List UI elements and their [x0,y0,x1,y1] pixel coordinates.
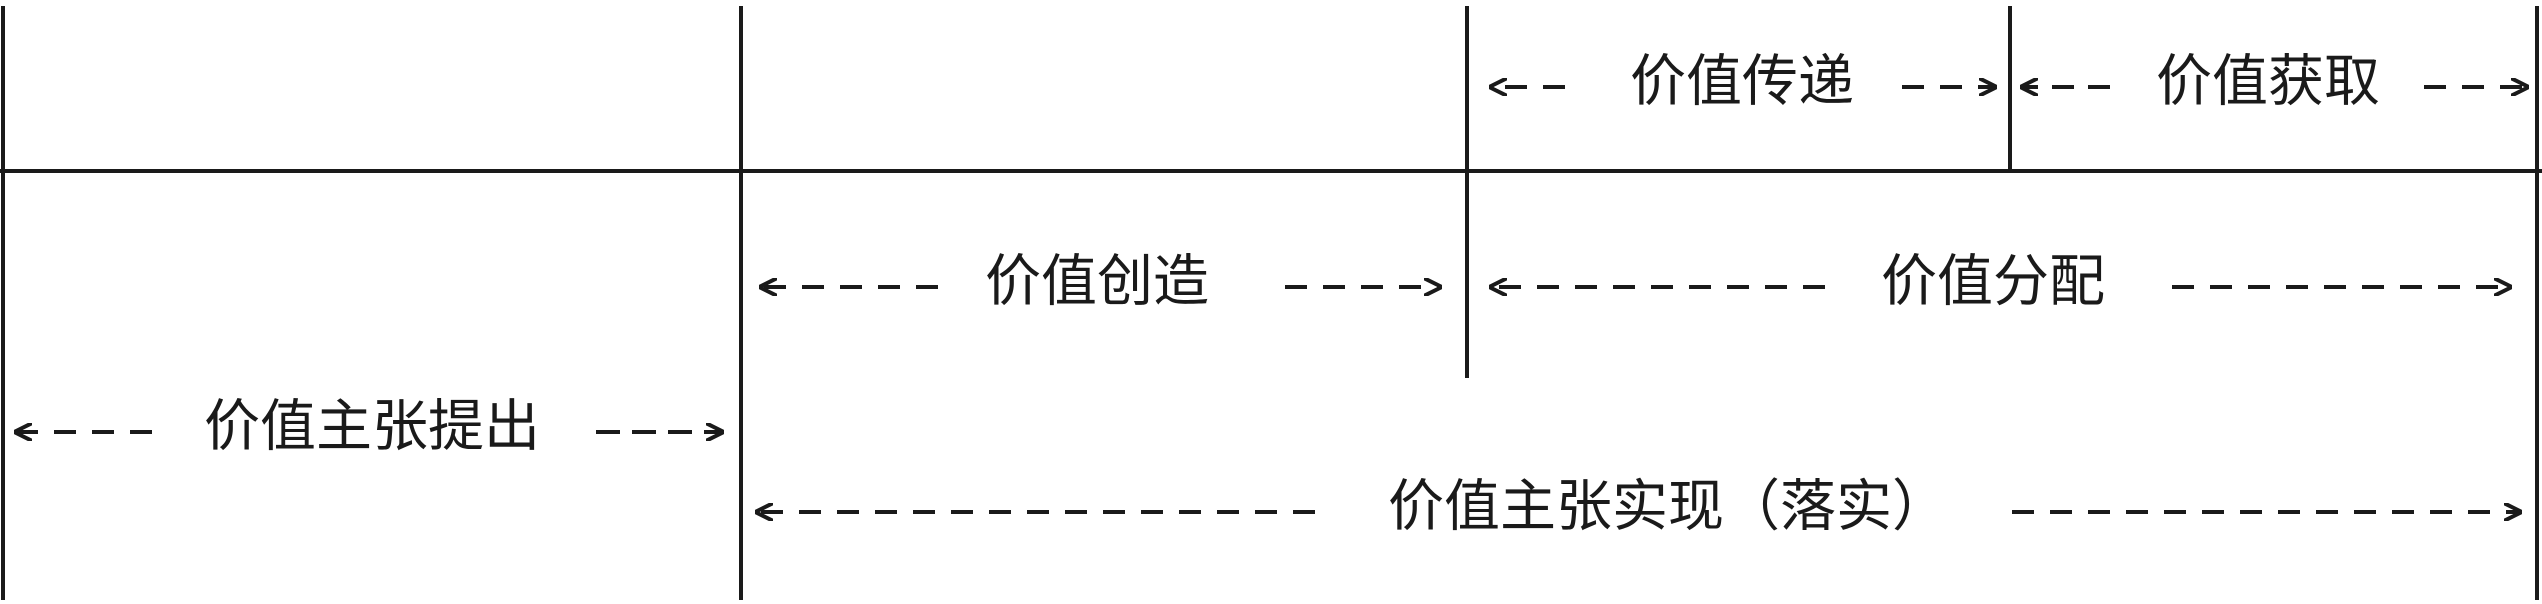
value-capture-label: 价值获取 [2156,50,2380,115]
value-creation-segment: 价值创造 [761,250,1440,315]
grid-lines [0,6,2542,600]
value-proposition-segment: 价值主张提出 [16,395,722,460]
value-distribution-label: 价值分配 [1881,250,2105,315]
value-capture-segment: 价值获取 [2022,50,2527,115]
value-creation-label: 价值创造 [985,250,1209,315]
value-delivery-label: 价值传递 [1630,50,1854,115]
value-proposition-label: 价值主张提出 [204,395,540,460]
value-realization-segment: 价值主张实现（落实） [757,475,2520,540]
value-delivery-segment: 价值传递 [1491,50,1995,115]
value-distribution-segment: 价值分配 [1491,250,2510,315]
value-realization-label: 价值主张实现（落实） [1388,475,1948,540]
